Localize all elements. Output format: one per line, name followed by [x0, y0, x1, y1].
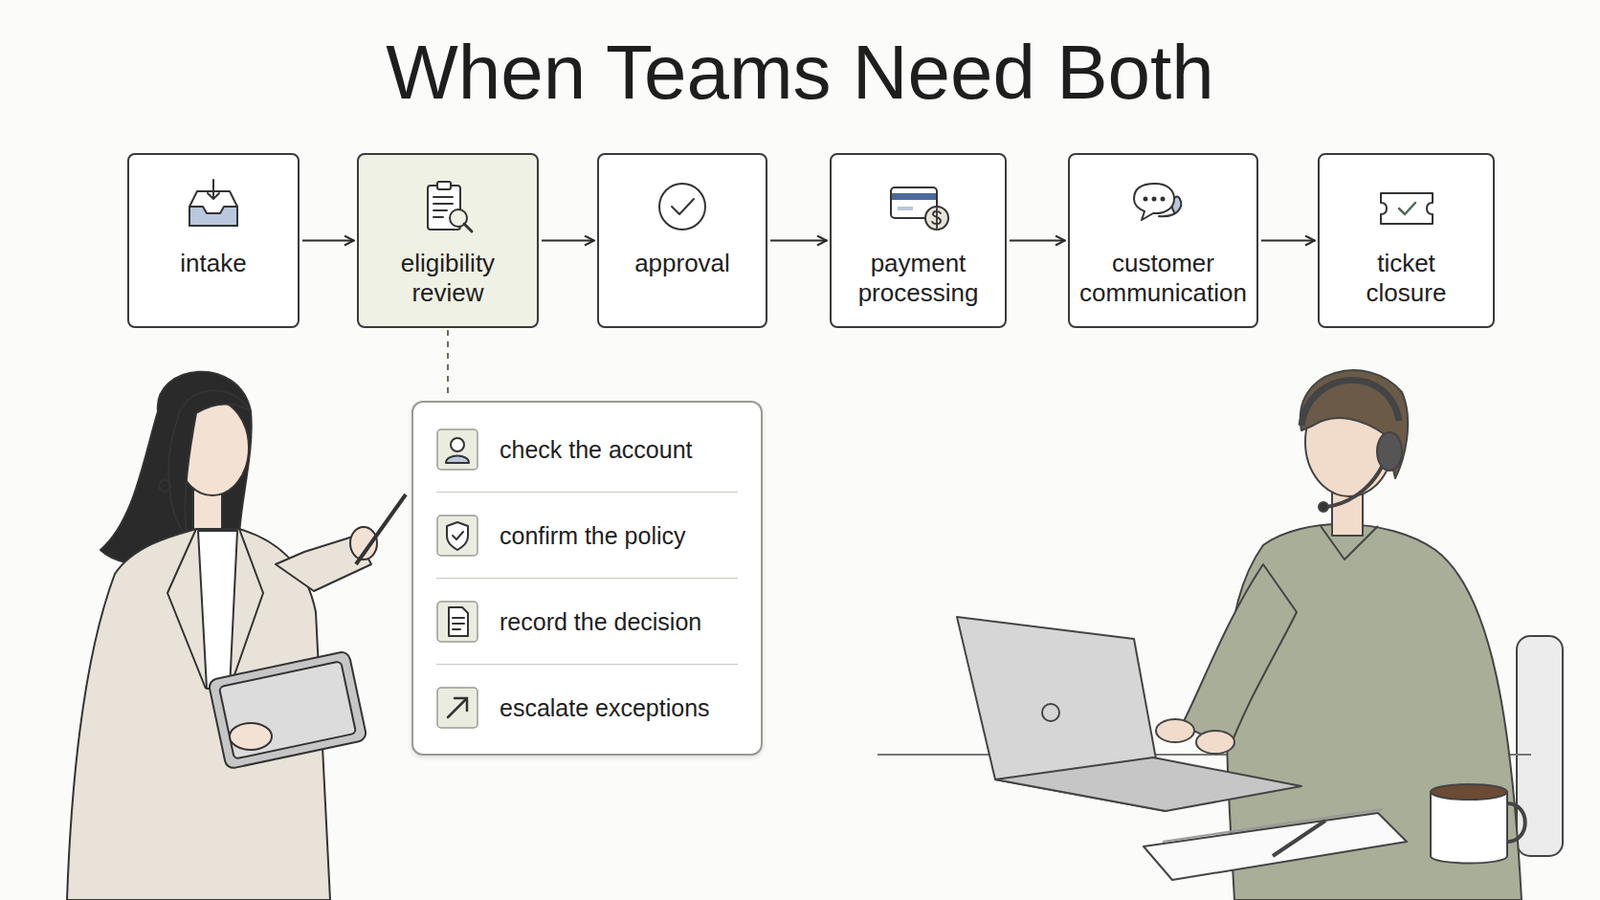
diagram-title: When Teams Need Both [0, 26, 1600, 119]
row-icon [436, 428, 479, 471]
step-icon-part [891, 193, 936, 200]
step-icon-part [897, 206, 913, 211]
man-figure-part [995, 757, 1302, 812]
row-icon-part [437, 515, 478, 556]
step-label: ticket closure [1354, 248, 1460, 309]
checklist-item: record the decision [499, 607, 702, 637]
step-icon-part [671, 199, 694, 215]
step-icon [1373, 177, 1441, 236]
checklist-row: check the account [436, 406, 738, 493]
man-figure-part [1507, 803, 1526, 843]
checklist-row: record the decision [436, 578, 738, 666]
woman-figure-part [229, 723, 272, 751]
row-icon [436, 687, 479, 730]
row-icon-part [437, 688, 478, 729]
step-label: approval [634, 248, 731, 279]
step-icon-part [1380, 193, 1433, 224]
checklist-panel: check the account confirm the policy recor… [411, 400, 763, 756]
woman-figure-part [158, 480, 171, 492]
man-figure-part [1042, 704, 1060, 722]
dashed-link [446, 330, 449, 400]
row-icon [436, 514, 479, 557]
step-icon [885, 177, 953, 236]
step-icon-part [1133, 183, 1175, 221]
flow-arrow [1009, 239, 1066, 242]
woman-figure [66, 372, 406, 900]
man-figure-part [1272, 821, 1326, 857]
step-icon-part [189, 206, 238, 226]
step-icon-part [207, 179, 220, 200]
woman-figure-part [167, 529, 264, 689]
row-icon-part [450, 438, 465, 452]
man-figure-part [1430, 792, 1508, 865]
checklist-row: escalate exceptions [436, 665, 738, 751]
man-figure-part [1301, 379, 1400, 426]
row-icon-part [447, 698, 467, 718]
woman-figure-part [168, 390, 251, 536]
row-icon [436, 600, 479, 644]
row-icon-part [446, 522, 468, 551]
woman-figure-part [355, 494, 406, 565]
checklist-item: confirm the policy [499, 521, 687, 551]
man-figure [877, 370, 1563, 900]
man-figure-part [1325, 466, 1382, 508]
step-icon-part [1151, 197, 1156, 202]
flow-arrow [770, 239, 827, 242]
woman-figure-part [198, 531, 238, 689]
woman-figure-part-part [207, 650, 367, 770]
step-label: payment processing [846, 248, 991, 309]
row-icon-part [445, 455, 469, 464]
flow-arrow [302, 239, 355, 242]
man-figure-part [1196, 731, 1235, 755]
man-figure-part [1162, 809, 1383, 843]
step-icon-part [659, 183, 706, 230]
man-figure-part [1181, 564, 1297, 749]
step-icon [648, 177, 716, 236]
step-icon-part [437, 181, 451, 190]
man-figure-part [1318, 502, 1329, 512]
step-label: customer communication [1074, 248, 1252, 309]
process-box: eligibility review [356, 153, 539, 329]
step-icon-part [932, 208, 941, 228]
man-figure-part [1377, 432, 1402, 471]
process-box: payment processing [829, 153, 1007, 329]
flow-arrow [1261, 239, 1315, 242]
checklist-item: escalate exceptions [499, 693, 711, 723]
step-icon-part [1399, 202, 1416, 215]
process-box: intake [127, 153, 300, 329]
row-icon-part [437, 429, 478, 470]
step-icon-part [1142, 197, 1148, 202]
row-icon-part [437, 601, 478, 643]
process-box: ticket closure [1317, 153, 1495, 329]
row-icon-part [452, 618, 465, 630]
man-figure-part [1300, 370, 1408, 479]
man-figure-part [1320, 526, 1378, 560]
woman-figure-part-part [219, 661, 356, 759]
man-figure-part [1430, 784, 1508, 800]
flow-arrow [541, 239, 595, 242]
checklist-row: confirm the policy [436, 492, 738, 579]
step-icon-part [925, 206, 949, 230]
step-label: eligibility review [376, 248, 520, 309]
woman-figure-part [207, 650, 367, 770]
step-icon-part [1159, 197, 1165, 202]
row-icon-part [448, 607, 468, 637]
step-icon-part [464, 223, 472, 232]
step-label: intake [179, 248, 246, 279]
man-figure-part [1143, 813, 1407, 881]
checklist-item: check the account [499, 435, 693, 465]
process-box: customer communication [1067, 153, 1259, 329]
step-icon [1130, 177, 1198, 236]
step-icon [179, 177, 247, 236]
process-box: approval [597, 153, 768, 329]
man-figure-part [1155, 719, 1195, 743]
step-icon [414, 177, 482, 236]
row-icon-part [452, 532, 464, 540]
